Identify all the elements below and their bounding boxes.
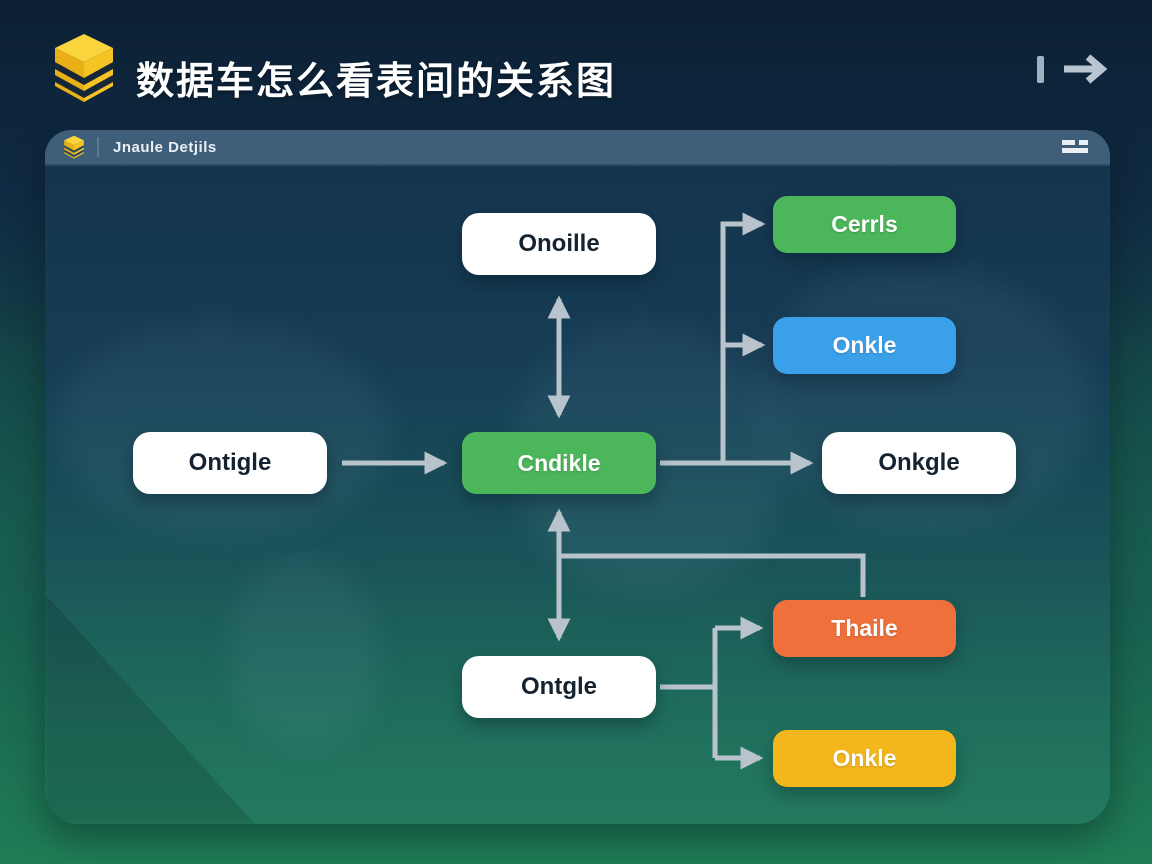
node-thaile[interactable]: Thaile: [773, 600, 956, 657]
corner-shade: [45, 594, 255, 824]
toolbar-divider: [97, 137, 99, 157]
node-cndikle[interactable]: Cndikle: [462, 432, 656, 494]
app-name: Jnaule Detjils: [113, 138, 217, 156]
node-onoille[interactable]: Onoille: [462, 213, 656, 275]
node-onkle[interactable]: Onkle: [773, 317, 956, 374]
node-onkgle[interactable]: Onkgle: [822, 432, 1016, 494]
node-ontgle[interactable]: Ontgle: [462, 656, 656, 718]
page-header: 数据车怎么看表间的关系图: [0, 0, 1152, 130]
divider-bar-icon: [1037, 55, 1044, 83]
map-silhouette: [230, 560, 380, 750]
app-toolbar: Jnaule Detjils: [45, 130, 1110, 166]
node-onkle-yellow[interactable]: Onkle: [773, 730, 956, 787]
node-cerrls[interactable]: Cerrls: [773, 196, 956, 253]
arrow-right-icon[interactable]: [1060, 52, 1108, 86]
node-ontigle[interactable]: Ontigle: [133, 432, 327, 494]
database-icon: [64, 135, 84, 159]
menu-lines-icon[interactable]: [1060, 139, 1092, 155]
map-silhouette: [60, 325, 390, 535]
page-title: 数据车怎么看表间的关系图: [136, 61, 617, 103]
database-icon: [55, 34, 113, 102]
